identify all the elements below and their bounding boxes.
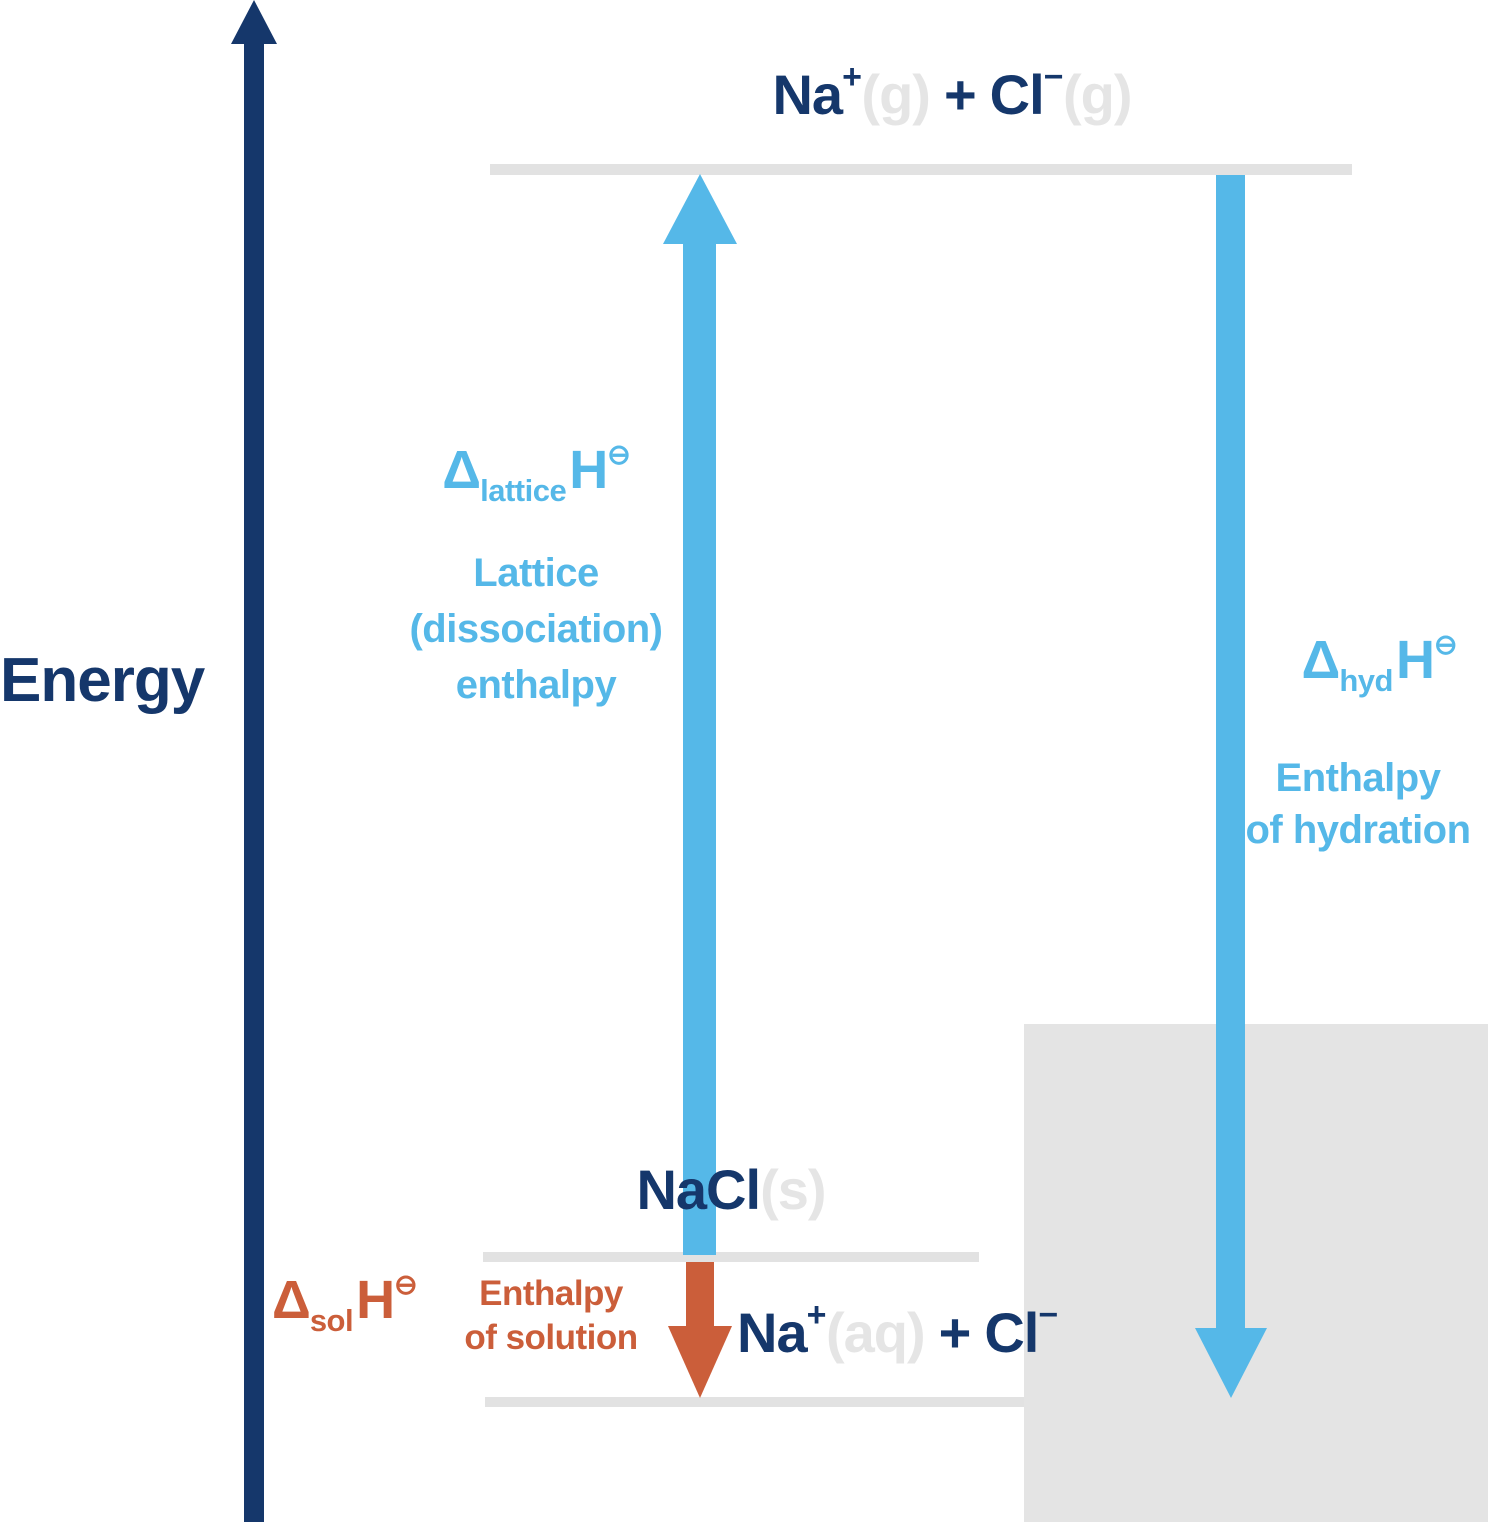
lattice-enthalpy-symbol: ΔlatticeH⊖ (390, 438, 682, 509)
standard-state-icon: ⊖ (394, 1269, 417, 1300)
solution-enthalpy-description: Enthalpy of solution (445, 1272, 657, 1360)
energy-axis-line (244, 42, 264, 1522)
lattice-subscript: lattice (480, 473, 567, 508)
hydration-arrowhead (1195, 1328, 1267, 1398)
standard-state-icon: ⊖ (607, 439, 630, 470)
hydration-enthalpy-description: Enthalpy of hydration (1228, 752, 1488, 856)
description-line: (dissociation) (409, 607, 663, 651)
cl-charge: − (1038, 1296, 1058, 1334)
na-symbol: Na (737, 1301, 808, 1364)
na-charge: + (806, 1296, 827, 1334)
enthalpy-h-symbol: H (569, 440, 608, 500)
delta-symbol: Δ (1301, 630, 1341, 690)
lattice-arrow (683, 240, 716, 1255)
gas-level-line (490, 164, 1352, 175)
standard-state-icon: ⊖ (1433, 629, 1457, 660)
description-line: Enthalpy (479, 1274, 623, 1313)
aqueous-level-label: Na+(aq)+Cl− (737, 1296, 1058, 1365)
energy-axis-label: Energy (0, 646, 205, 715)
solution-enthalpy-symbol: ΔsolH⊖ (272, 1268, 418, 1339)
description-line: Lattice (473, 551, 599, 595)
gas-level-label: Na+(g)+Cl−(g) (492, 58, 1412, 127)
cl-charge: − (1043, 58, 1064, 96)
hydration-subscript: hyd (1339, 663, 1393, 698)
solid-level-label: NaCl(s) (483, 1158, 979, 1222)
description-line: enthalpy (455, 663, 617, 707)
cl-symbol: Cl (984, 1301, 1039, 1364)
na-gas-state: (g) (861, 63, 931, 126)
hydration-enthalpy-symbol: ΔhydH⊖ (1270, 628, 1488, 699)
delta-symbol: Δ (442, 440, 481, 500)
enthalpy-h-symbol: H (1395, 630, 1435, 690)
aqueous-level-line (485, 1397, 1024, 1407)
lattice-arrowhead (663, 174, 737, 244)
description-line: of solution (464, 1318, 638, 1357)
delta-symbol: Δ (272, 1270, 311, 1330)
hydration-arrow (1216, 175, 1245, 1330)
solution-arrow (686, 1262, 714, 1328)
nacl-symbol: NaCl (636, 1158, 761, 1221)
na-aq-state: (aq) (825, 1301, 926, 1364)
solid-level-line (483, 1252, 979, 1262)
na-symbol: Na (772, 63, 843, 126)
lattice-enthalpy-description: Lattice (dissociation) enthalpy (360, 545, 712, 713)
cl-gas-state: (g) (1063, 63, 1133, 126)
hydration-region-block (1024, 1024, 1488, 1522)
description-line: Enthalpy (1275, 756, 1441, 800)
description-line: of hydration (1245, 808, 1471, 852)
enthalpy-h-symbol: H (356, 1270, 395, 1330)
nacl-state: (s) (760, 1158, 826, 1221)
solution-arrowhead (668, 1326, 732, 1398)
cl-symbol: Cl (989, 63, 1045, 126)
plus-sign: + (943, 63, 977, 126)
energy-axis-arrowhead (231, 0, 277, 44)
na-charge: + (842, 58, 862, 96)
plus-sign: + (938, 1301, 972, 1364)
solution-subscript: sol (309, 1303, 354, 1338)
